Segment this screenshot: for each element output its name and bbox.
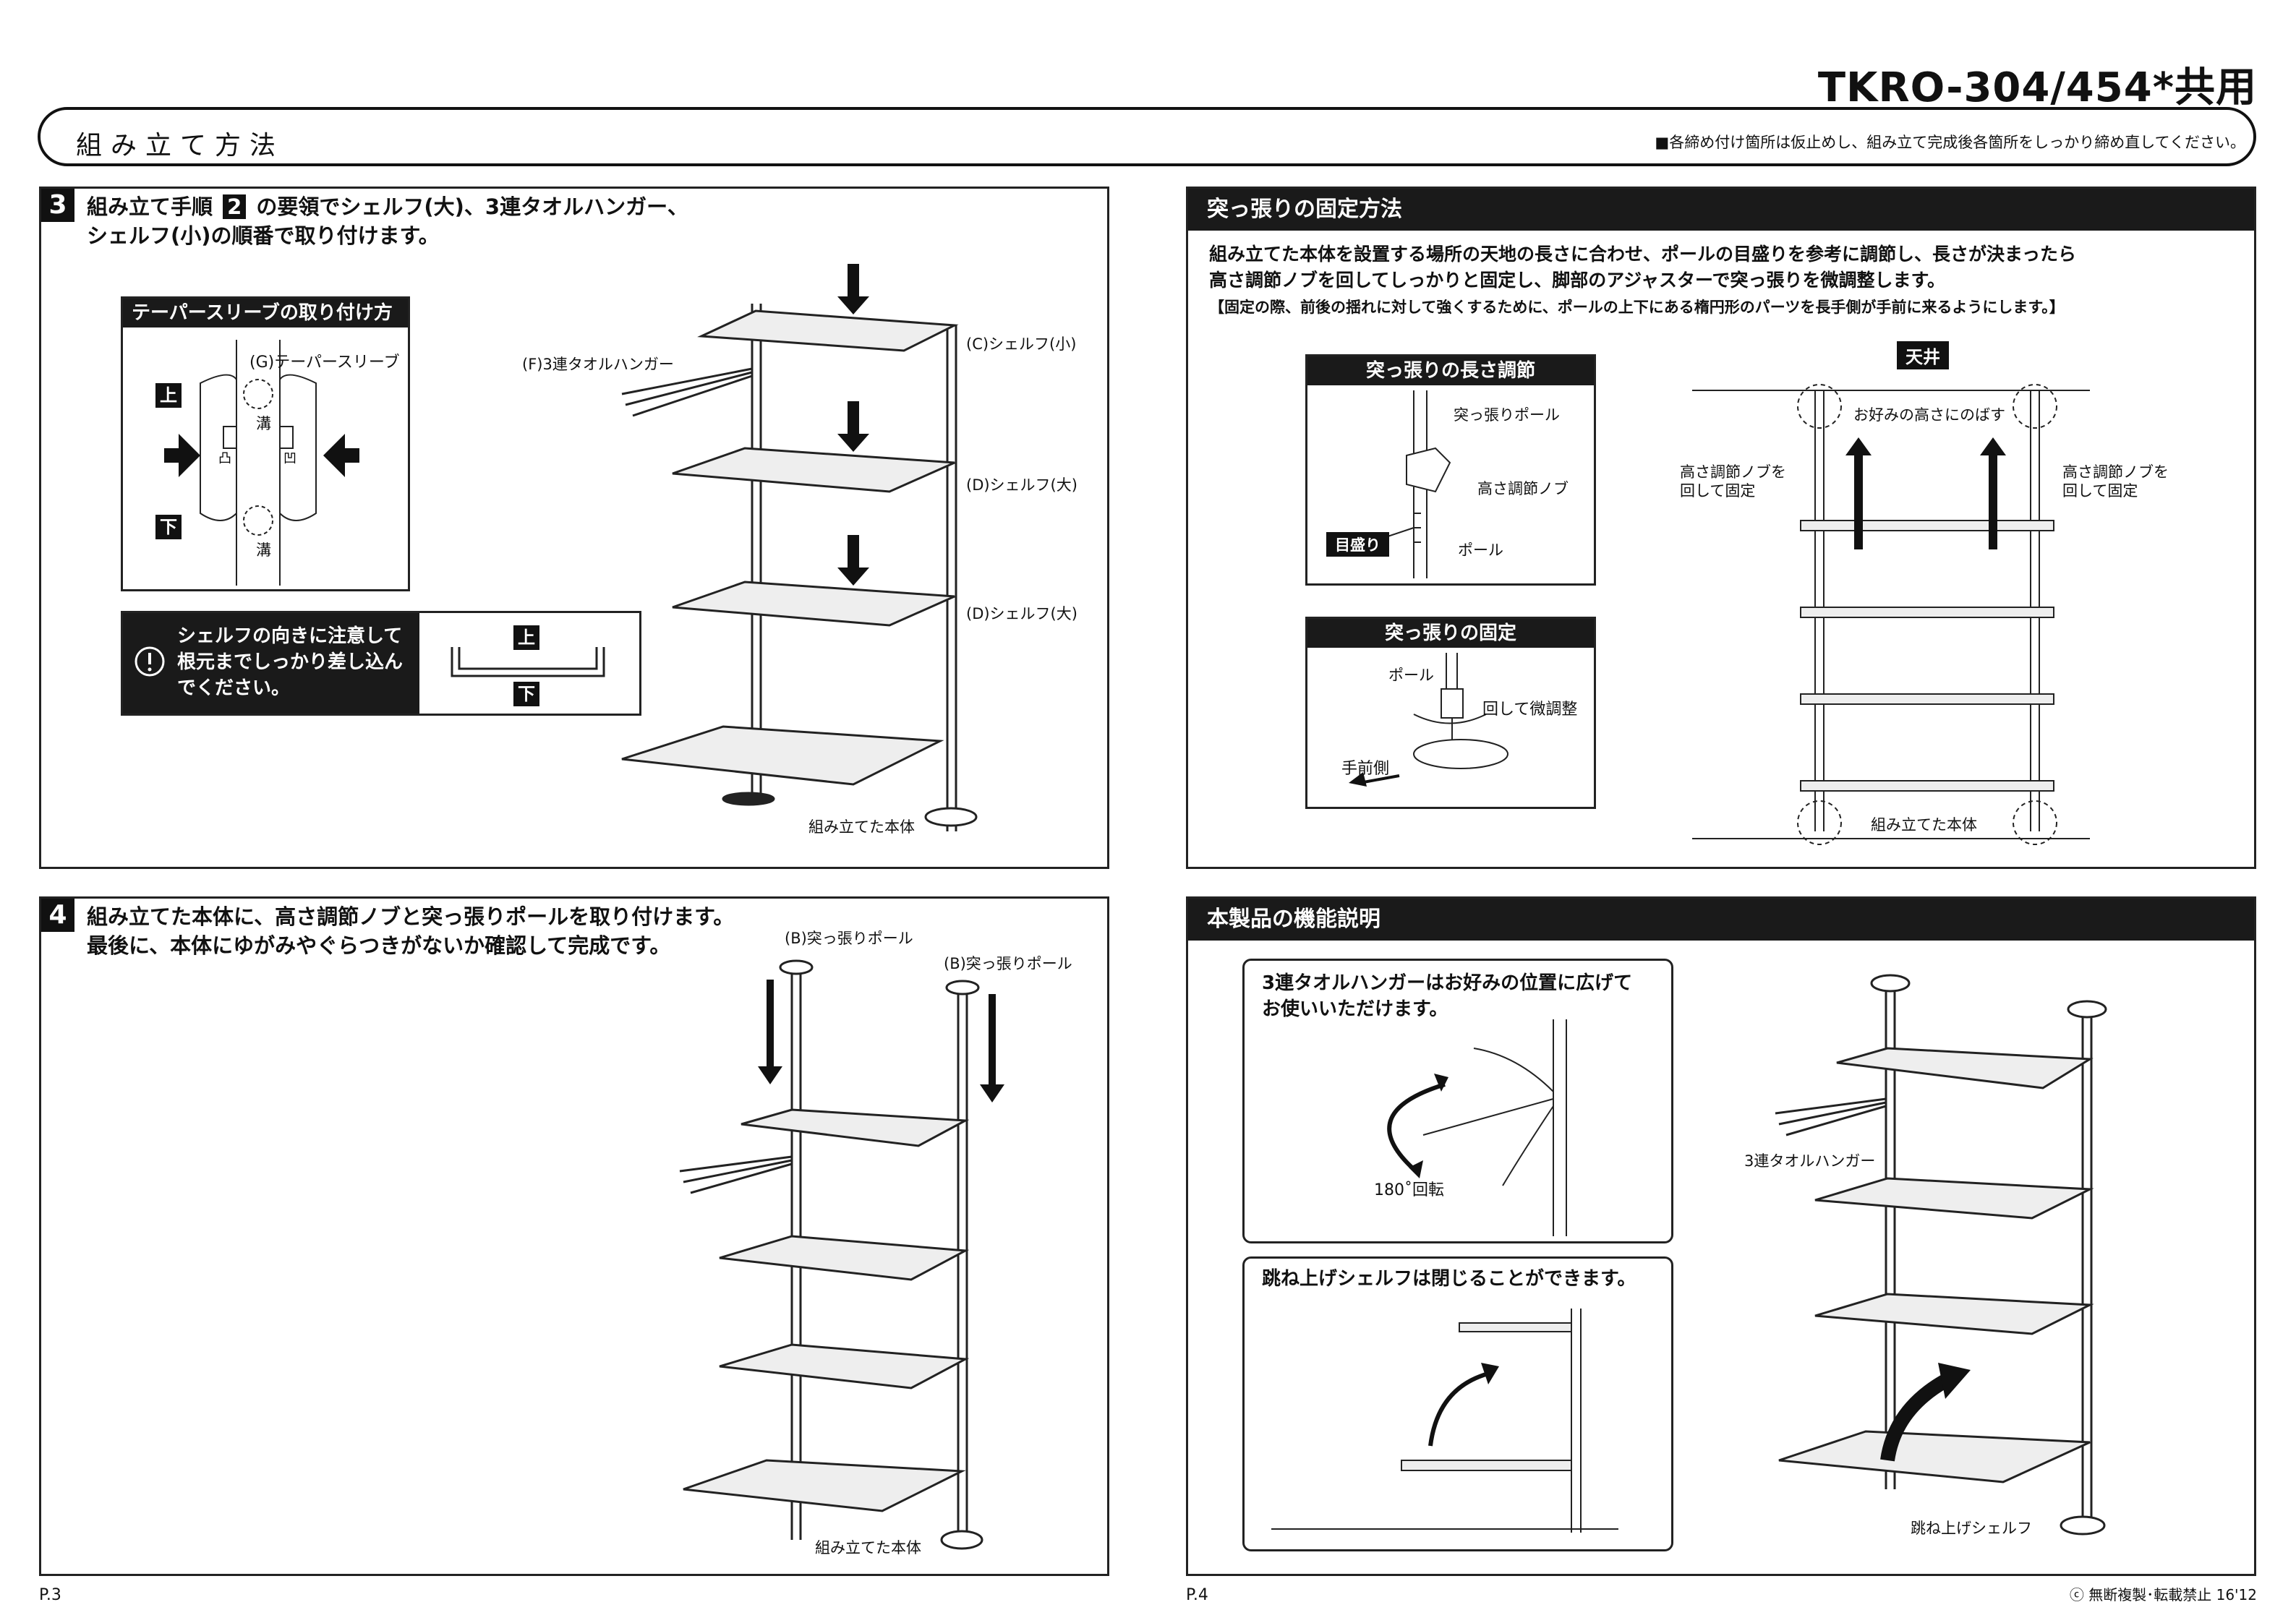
header-title: 組み立て方法	[76, 131, 285, 160]
model-title: TKRO-304/454*共用	[1817, 64, 2257, 111]
caution-dark	[123, 613, 419, 714]
box1-scale-label: 目盛り	[1326, 532, 1389, 557]
features-flip-label: 跳ね上げシェルフ	[1911, 1520, 2032, 1537]
tension-line3: 【固定の際、前後の揺れに対して強くするために、ポールの上下にある楕円形のパーツを…	[1209, 299, 2065, 316]
caution-text: シェルフの向きに注意して 根元までしっかり差し込ん でください。	[177, 623, 403, 701]
towel-feature-line2: お使いいただけます。	[1262, 998, 1448, 1020]
step3-line1-post: の要領でシェルフ(大)、3連タオルハンガー、	[256, 194, 688, 219]
towel-feature-text: 3連タオルハンガーはお好みの位置に広げて お使いいただけます。	[1262, 970, 1632, 1022]
length-adjust-box: 突っ張りの長さ調節	[1305, 354, 1596, 586]
header-bar	[38, 107, 2256, 166]
flip-feature-text: 跳ね上げシェルフは閉じることができます。	[1262, 1268, 1636, 1290]
groove-label-top: 溝	[256, 415, 271, 432]
knob-right-line1: 高さ調節ノブを	[2062, 463, 2169, 481]
knob-right-label: 高さ調節ノブを 回して固定	[2062, 463, 2169, 500]
step3-number: 3	[41, 189, 74, 222]
extend-label: お好みの高さにのばす	[1853, 406, 2005, 424]
knob-left-line1: 高さ調節ノブを	[1680, 463, 1786, 481]
top-label: 上	[155, 383, 182, 408]
step4-number: 4	[41, 899, 74, 932]
ceiling-label: 天井	[1897, 341, 1949, 369]
tension-rack-illustration	[1692, 384, 2090, 845]
shelf-profile-diagram	[451, 647, 605, 677]
features-title: 本製品の機能説明	[1188, 899, 2254, 941]
sleeve-diagram: 凸 凹	[164, 340, 359, 586]
label-body-step4: 組み立てた本体	[815, 1539, 921, 1556]
caution-line1: シェルフの向きに注意して	[177, 625, 403, 647]
features-rack-illustration	[1775, 974, 2107, 1536]
rotate-label: 180˚回転	[1374, 1181, 1444, 1199]
towel-feature-box	[1242, 959, 1673, 1243]
label-pole1: (B)突っ張りポール	[785, 930, 913, 947]
tension-title: 突っ張りの固定方法	[1188, 189, 2254, 231]
rotate-diagram	[1387, 1019, 1567, 1236]
length-adjust-title: 突っ張りの長さ調節	[1307, 356, 1594, 385]
step3-line1-pre: 組み立て手順	[87, 194, 213, 219]
box2-front-label: 手前側	[1341, 760, 1390, 778]
box1-knob-label: 高さ調節ノブ	[1477, 480, 1569, 497]
step3-line2: シェルフ(小)の順番で取り付けます。	[87, 223, 440, 248]
box1-pole-label: 突っ張りポール	[1454, 406, 1560, 424]
tension-text: 組み立てた本体を設置する場所の天地の長さに合わせ、ポールの目盛りを参考に調節し、…	[1209, 241, 2076, 320]
caution-line2: 根元までしっかり差し込ん	[177, 651, 404, 673]
page-number-right: P.4	[1186, 1586, 1208, 1604]
flip-diagram	[1271, 1309, 1618, 1533]
step3-instruction: 組み立て手順 2 の要領でシェルフ(大)、3連タオルハンガー、 シェルフ(小)の…	[87, 192, 688, 250]
length-adjust-diagram	[1370, 390, 1451, 578]
tension-body-label: 組み立てた本体	[1871, 816, 1977, 834]
header-note: ■各締め付け箇所は仮止めし、組み立て完成後各箇所をしっかり締め直してください。	[1655, 134, 2245, 151]
label-body-step3: 組み立てた本体	[808, 818, 915, 836]
exclamation-icon	[135, 646, 165, 677]
step-ref-badge: 2	[223, 194, 247, 219]
page-number-left: P.3	[39, 1586, 61, 1604]
label-shelf-large1: (D)シェルフ(大)	[966, 476, 1077, 494]
step4-line1: 組み立てた本体に、高さ調節ノブと突っ張りポールを取り付けます。	[87, 904, 735, 929]
step4-panel	[39, 896, 1109, 1576]
sleeve-label: (G)テーパースリーブ	[249, 354, 400, 372]
fix-box-title: 突っ張りの固定	[1307, 619, 1594, 648]
step4-rack-illustration	[679, 959, 1004, 1550]
label-pole2: (B)突っ張りポール	[944, 955, 1072, 972]
label-shelf-large2: (D)シェルフ(大)	[966, 605, 1077, 622]
copyright: ⓒ 無断複製･転載禁止 16'12	[2069, 1586, 2257, 1603]
sleeve-box: テーパースリーブの取り付け方	[121, 296, 410, 591]
tension-line1: 組み立てた本体を設置する場所の天地の長さに合わせ、ポールの目盛りを参考に調節し、…	[1209, 244, 2077, 265]
svg-text:凸: 凸	[218, 451, 231, 466]
shelf-top-label: 上	[513, 625, 539, 650]
svg-text:凹: 凹	[283, 451, 296, 466]
knob-left-label: 高さ調節ノブを 回して固定	[1680, 463, 1786, 500]
fix-diagram	[1349, 653, 1508, 787]
label-towel-hanger: (F)3連タオルハンガー	[522, 356, 674, 373]
features-towel-label: 3連タオルハンガー	[1744, 1152, 1876, 1170]
step4-line2: 最後に、本体にゆがみやぐらつきがないか確認して完成です。	[87, 933, 671, 958]
flip-feature-box	[1242, 1256, 1673, 1551]
box2-pole-label: ポール	[1388, 667, 1434, 684]
step3-rack-illustration	[621, 264, 978, 831]
sleeve-box-title: テーパースリーブの取り付け方	[123, 299, 408, 327]
groove-label-bottom: 溝	[256, 541, 271, 559]
towel-feature-line1: 3連タオルハンガーはお好みの位置に広げて	[1262, 972, 1633, 994]
step4-instruction: 組み立てた本体に、高さ調節ノブと突っ張りポールを取り付けます。 最後に、本体にゆ…	[87, 902, 734, 960]
bottom-label: 下	[155, 515, 182, 539]
caution-line3: でください。	[177, 677, 291, 699]
knob-right-line2: 回して固定	[2062, 482, 2138, 500]
tension-line2: 高さ調節ノブを回してしっかりと固定し、脚部のアジャスターで突っ張りを微調整します…	[1209, 270, 1946, 291]
caution-box	[121, 611, 641, 716]
box1-pole2-label: ポール	[1458, 541, 1503, 559]
box2-turn-label: 回して微調整	[1482, 701, 1578, 719]
knob-left-line2: 回して固定	[1680, 482, 1756, 500]
shelf-bottom-label: 下	[513, 682, 539, 706]
label-shelf-small: (C)シェルフ(小)	[966, 335, 1077, 353]
